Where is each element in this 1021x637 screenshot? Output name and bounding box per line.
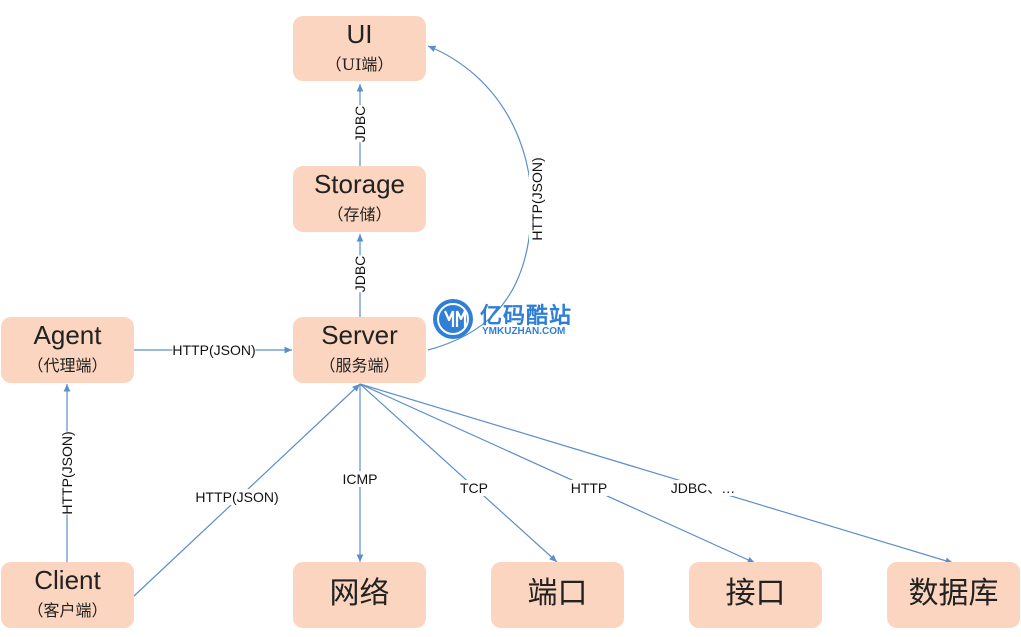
edge-label-agent-server: HTTP(JSON) bbox=[172, 342, 256, 358]
node-client-sub: （客户端） bbox=[27, 601, 108, 620]
edge-label-storage-ui: JDBC bbox=[352, 105, 368, 143]
node-agent: Agent （代理端） bbox=[1, 317, 134, 383]
node-storage-sub: （存储） bbox=[327, 205, 392, 224]
node-port: 端口 bbox=[491, 562, 624, 628]
node-ui: UI （UI端） bbox=[293, 16, 426, 81]
watermark-url: YMKUZHAN.COM bbox=[482, 326, 566, 337]
edge-server-database bbox=[359, 383, 954, 565]
watermark-logo-icon bbox=[433, 299, 473, 339]
node-database-title: 数据库 bbox=[908, 576, 999, 611]
edge-label-server-storage: JDBC bbox=[352, 255, 368, 293]
node-server: Server （服务端） bbox=[293, 317, 426, 383]
node-server-sub: （服务端） bbox=[319, 356, 400, 375]
node-port-title: 端口 bbox=[527, 576, 588, 611]
node-agent-title: Agent bbox=[33, 320, 102, 350]
edge-label-server-port: TCP bbox=[460, 480, 488, 496]
edge-server-port bbox=[359, 383, 558, 563]
watermark-name: 亿码酷站 bbox=[480, 304, 573, 329]
node-network: 网络 bbox=[293, 562, 426, 628]
node-ui-sub: （UI端） bbox=[325, 55, 394, 74]
node-client-title: Client bbox=[34, 565, 101, 595]
edge-label-server-database: JDBC、… bbox=[670, 480, 736, 496]
edge-label-client-server: HTTP(JSON) bbox=[195, 489, 279, 505]
edge-server-interface bbox=[359, 383, 756, 564]
node-client: Client （客户端） bbox=[1, 562, 134, 628]
edge-label-server-network: ICMP bbox=[342, 471, 378, 487]
node-ui-title: UI bbox=[346, 19, 373, 49]
node-database: 数据库 bbox=[887, 562, 1020, 628]
node-storage-title: Storage bbox=[313, 169, 406, 199]
watermark-logo: 亿码酷站 YMKUZHAN.COM bbox=[432, 296, 592, 344]
node-server-title: Server bbox=[321, 320, 398, 350]
node-network-title: 网络 bbox=[329, 576, 390, 611]
node-agent-sub: （代理端） bbox=[27, 356, 108, 375]
edge-label-server-interface: HTTP bbox=[570, 480, 608, 496]
node-storage: Storage （存储） bbox=[293, 166, 426, 232]
edge-label-server-ui: HTTP(JSON) bbox=[529, 157, 545, 241]
node-interface-title: 接口 bbox=[725, 576, 786, 611]
edge-label-client-agent: HTTP(JSON) bbox=[59, 431, 75, 515]
node-interface: 接口 bbox=[689, 562, 822, 628]
